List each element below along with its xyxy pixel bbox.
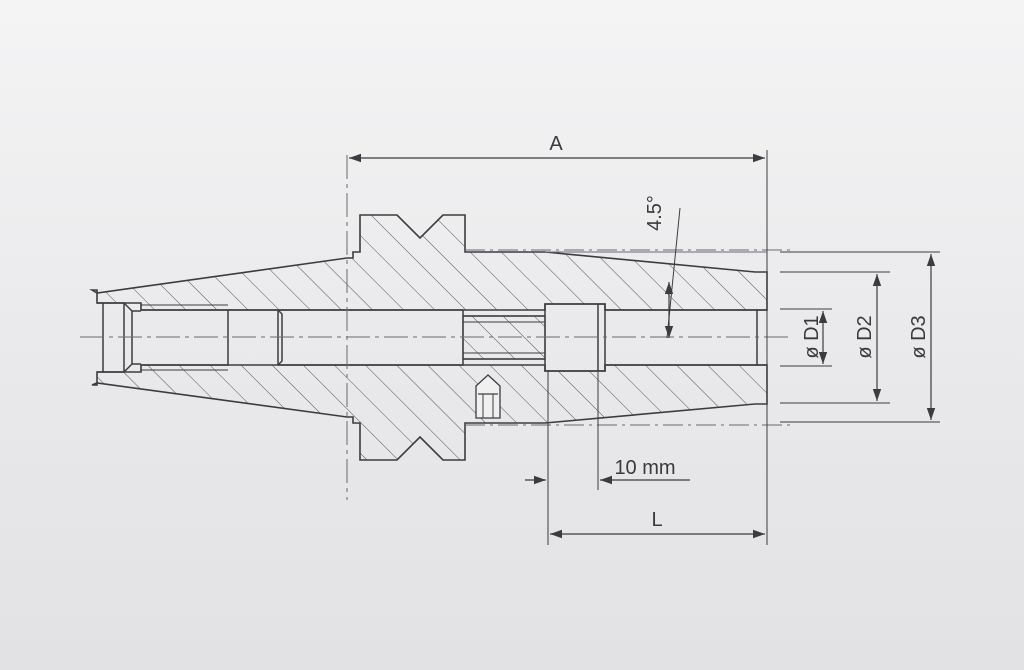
dimension-labels: A 4.5° ø D1 ø D2 ø D3 10 mm L [549,133,930,531]
lower-body-section [91,364,768,461]
label-d2: ø D2 [854,315,876,358]
label-angle: 4.5° [644,195,666,231]
label-10mm: 10 mm [614,457,675,479]
label-d1: ø D1 [801,315,823,358]
dimension-lines [349,153,936,539]
radial-screw [475,374,501,419]
label-a: A [549,133,563,155]
label-d3: ø D3 [908,315,930,358]
label-l: L [651,509,662,531]
